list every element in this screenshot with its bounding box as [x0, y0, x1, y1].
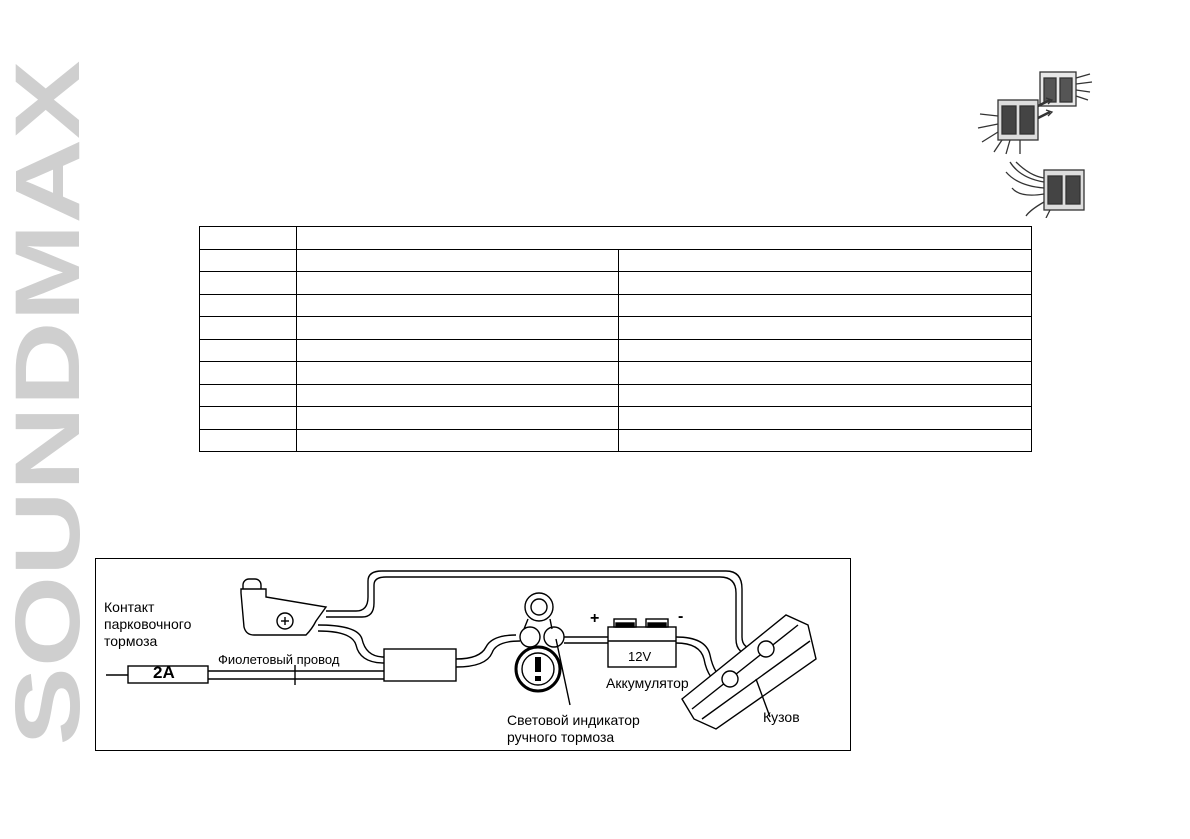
fuse-label: 2A — [153, 663, 175, 682]
soundmax-logo: SOUNDMAX — [8, 61, 88, 746]
connector-plug-illustration — [977, 71, 1093, 155]
table-row — [199, 428, 1032, 452]
table-cell — [618, 248, 1032, 272]
fuse — [127, 665, 209, 684]
table-cell — [618, 271, 1032, 295]
inline-module — [383, 648, 457, 682]
wire-color-table — [199, 226, 1032, 452]
table-cell — [296, 316, 619, 340]
parking-contact-label: тормоза — [104, 633, 158, 649]
wiring-drawing — [106, 570, 817, 730]
table-cell — [199, 226, 297, 250]
table-cell — [296, 428, 619, 452]
table-cell — [296, 293, 619, 317]
table-cell — [199, 406, 297, 430]
switch-wire — [317, 624, 385, 658]
minus-sign: - — [678, 608, 684, 625]
table-cell — [199, 361, 297, 385]
parking-contact-label: Контакт — [104, 599, 155, 615]
table-cell — [199, 428, 297, 452]
table-row — [199, 293, 1032, 317]
table-cell — [618, 406, 1032, 430]
table-cell — [199, 271, 297, 295]
table-cell — [618, 428, 1032, 452]
battery — [607, 626, 677, 668]
table-cell — [199, 316, 297, 340]
table-row — [199, 316, 1032, 340]
table-cell — [618, 316, 1032, 340]
indicator-label: Световой индикатор — [507, 712, 640, 728]
table-cell — [296, 338, 619, 362]
table-row — [199, 361, 1032, 385]
wire-label: Фиолетовый провод — [218, 652, 340, 667]
body-label: Кузов — [763, 709, 800, 725]
plus-sign: + — [590, 610, 600, 627]
brake-switch — [240, 588, 328, 636]
lamp-bulb — [524, 592, 554, 622]
table-cell — [618, 293, 1032, 317]
lamp-right — [543, 626, 565, 648]
table-row — [199, 271, 1032, 295]
table-row — [199, 406, 1032, 430]
lamp-left — [519, 626, 541, 648]
table-cell — [296, 248, 619, 272]
connector-socket-illustration — [1005, 161, 1085, 218]
svg-text:SOUNDMAX: SOUNDMAX — [8, 61, 88, 746]
table-row — [199, 248, 1032, 272]
table-row — [199, 338, 1032, 362]
battery-label: Аккумулятор — [606, 675, 689, 691]
table-header-row — [199, 226, 1032, 250]
table-cell — [296, 271, 619, 295]
table-cell — [618, 338, 1032, 362]
table-cell — [618, 383, 1032, 407]
table-cell — [296, 226, 1032, 250]
ground-bolt-1 — [757, 640, 775, 658]
table-cell — [618, 361, 1032, 385]
indicator-label: ручного тормоза — [507, 729, 615, 745]
table-cell — [199, 338, 297, 362]
table-cell — [199, 293, 297, 317]
parking-contact-label: парковочного — [104, 616, 192, 632]
ground-bolt-2 — [721, 670, 739, 688]
chassis-rail — [681, 614, 817, 730]
ground-loop-wire — [326, 570, 757, 650]
table-cell — [199, 248, 297, 272]
table-cell — [296, 361, 619, 385]
table-cell — [296, 406, 619, 430]
parking-brake-wiring-diagram: Контакт парковочного тормоза 2A Фиолетов… — [95, 558, 851, 751]
table-cell — [296, 383, 619, 407]
table-cell — [199, 383, 297, 407]
table-row — [199, 383, 1032, 407]
violet-wire — [208, 670, 384, 680]
battery-voltage: 12V — [628, 649, 652, 664]
